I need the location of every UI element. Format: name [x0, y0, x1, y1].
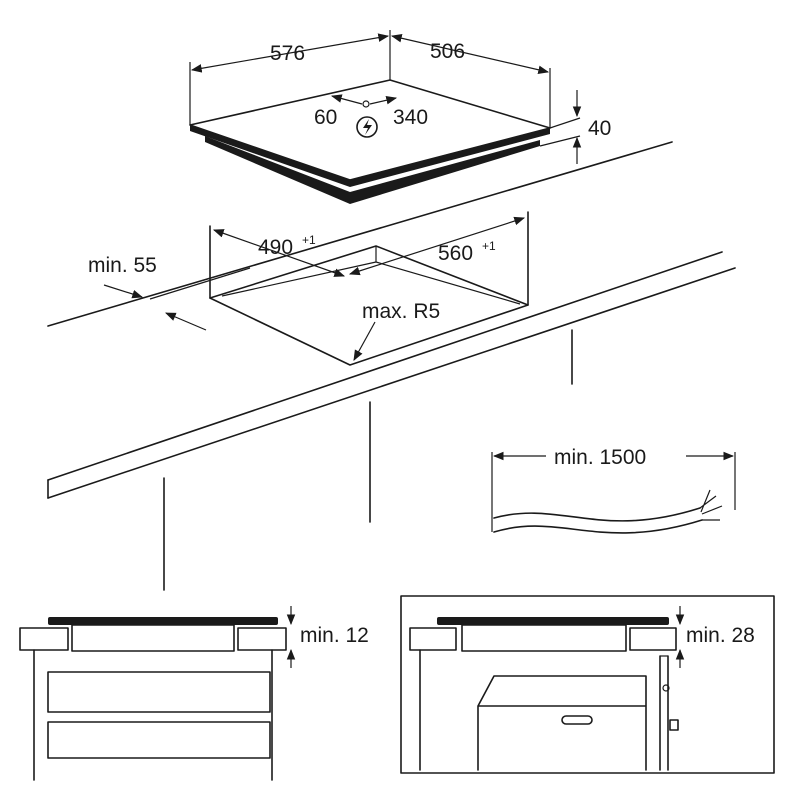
- worktop-illustration: 490 +1 560 +1 min. 55 max. R5: [47, 141, 736, 591]
- detail-right: min. 28: [400, 595, 775, 774]
- connection-depth-label: 340: [393, 106, 428, 129]
- detail-right-frame: [400, 595, 775, 774]
- cutout-width-dimension-line: [348, 216, 526, 276]
- cutout-width-tolerance: +1: [482, 239, 496, 253]
- drawer-top: [47, 671, 271, 713]
- front-distance-arrow-b: [165, 312, 207, 331]
- hob-width-label: 576: [270, 42, 305, 65]
- connection-point: [362, 100, 370, 108]
- hob-glass-right: [437, 617, 669, 625]
- cable-length-label: min. 1500: [554, 446, 646, 469]
- hob-illustration: 576 506 40 60 340: [189, 30, 611, 204]
- oven-handle: [561, 715, 593, 725]
- worktop-back-edge: [47, 141, 673, 327]
- hob-frame-edge: [190, 125, 550, 187]
- hob-body: [205, 136, 540, 204]
- hob-width-dimension-line: [190, 33, 390, 73]
- cutout-depth-dimension-line: [212, 229, 346, 277]
- cutout-depth-label: 490: [258, 236, 293, 259]
- drawer-bottom: [47, 721, 271, 759]
- oven-body: [477, 675, 647, 771]
- front-distance-arrow-a: [103, 284, 144, 299]
- cutout-depth-tolerance: +1: [302, 233, 316, 247]
- hob-glass-left: [48, 617, 278, 625]
- lightning-bolt-icon: [356, 116, 378, 138]
- hob-depth-dimension-line: [390, 33, 550, 75]
- mains-cable: [493, 507, 701, 522]
- connection-offset-label: 60: [314, 106, 337, 129]
- cable-illustration: min. 1500: [491, 446, 736, 534]
- hob-depth-label: 506: [430, 40, 465, 63]
- front-distance-label: min. 55: [88, 254, 157, 277]
- radius-pointer-line: [353, 321, 376, 361]
- right-clearance-label: min. 28: [686, 624, 755, 647]
- worktop-front-bottom-edge: [47, 267, 736, 499]
- hob-height-label: 40: [588, 117, 611, 140]
- cutout-width-label: 560: [438, 242, 473, 265]
- detail-left: min. 12: [19, 606, 369, 781]
- radius-label: max. R5: [362, 300, 440, 323]
- left-clearance-label: min. 12: [300, 624, 369, 647]
- worktop-front-edge: [47, 251, 723, 481]
